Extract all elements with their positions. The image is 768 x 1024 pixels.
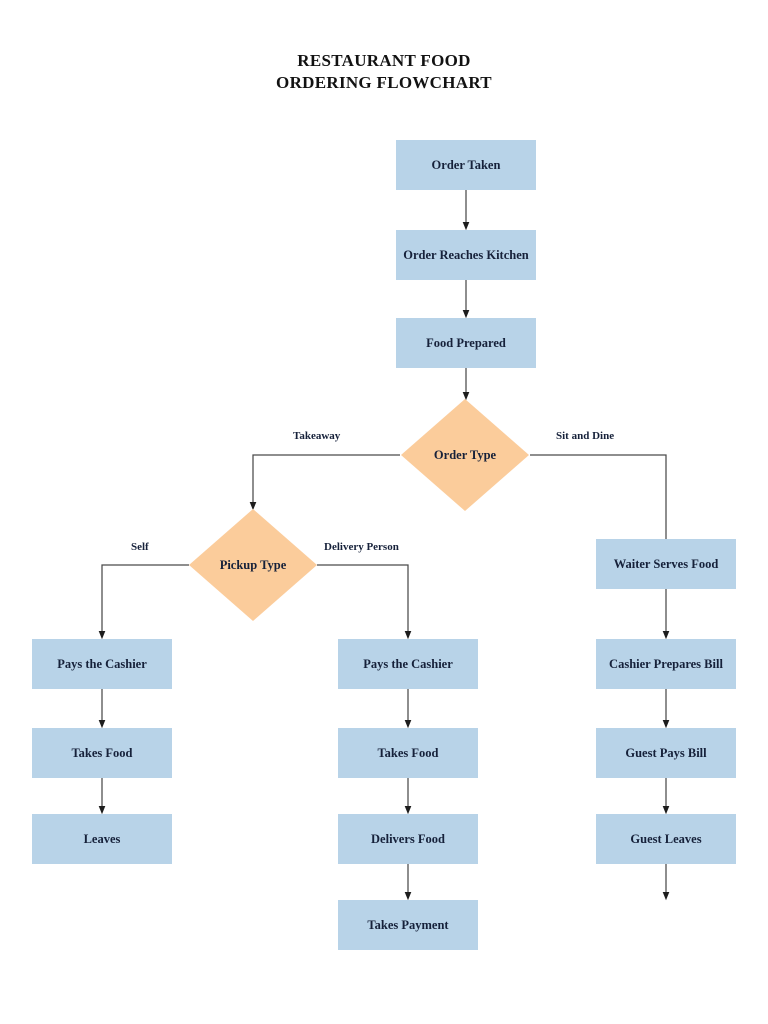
node-label: Order Taken (431, 157, 501, 172)
node-delivery-takes-payment[interactable]: Takes Payment (338, 900, 478, 950)
node-label: Delivers Food (371, 831, 445, 846)
node-label: Order Reaches Kitchen (403, 247, 529, 262)
node-order-taken[interactable]: Order Taken (396, 140, 536, 190)
node-guest-pays-bill[interactable]: Guest Pays Bill (596, 728, 736, 778)
edge-pickup-self-to-pays (98, 564, 189, 640)
node-label: Order Type (433, 447, 497, 462)
node-delivery-delivers-food[interactable]: Delivers Food (338, 814, 478, 864)
node-label: Cashier Prepares Bill (609, 656, 723, 671)
node-label: Pays the Cashier (57, 656, 147, 671)
node-guest-leaves[interactable]: Guest Leaves (596, 814, 736, 864)
node-self-pays-the-cashier[interactable]: Pays the Cashier (32, 639, 172, 689)
edge-pickup-dp-to-pays (317, 564, 412, 640)
node-label: Takes Food (377, 745, 439, 760)
node-delivery-takes-food[interactable]: Takes Food (338, 728, 478, 778)
edge-label-takeaway: Takeaway (293, 430, 341, 442)
node-label: Guest Pays Bill (625, 745, 707, 760)
page-title: RESTAURANT FOOD ORDERING FLOWCHART (0, 50, 768, 94)
edge-label-self: Self (131, 541, 149, 553)
node-self-leaves[interactable]: Leaves (32, 814, 172, 864)
node-label: Takes Food (71, 745, 133, 760)
edge-label-sit-and-dine: Sit and Dine (556, 430, 615, 442)
node-self-takes-food[interactable]: Takes Food (32, 728, 172, 778)
node-label: Takes Payment (367, 917, 449, 932)
node-label: Pickup Type (219, 557, 287, 572)
title-line-1: RESTAURANT FOOD (297, 51, 471, 70)
edge-label-delivery-person: Delivery Person (324, 541, 399, 553)
node-order-reaches-kitchen[interactable]: Order Reaches Kitchen (396, 230, 536, 280)
node-pickup-type-decision[interactable]: Pickup Type (189, 509, 317, 621)
node-label: Pays the Cashier (363, 656, 453, 671)
edge-order-type-to-pickup-type (249, 454, 400, 511)
node-delivery-pays-the-cashier[interactable]: Pays the Cashier (338, 639, 478, 689)
node-label: Waiter Serves Food (613, 556, 719, 571)
node-food-prepared[interactable]: Food Prepared (396, 318, 536, 368)
node-label: Leaves (83, 831, 121, 846)
node-cashier-prepares-bill[interactable]: Cashier Prepares Bill (596, 639, 736, 689)
node-order-type-decision[interactable]: Order Type (401, 399, 529, 511)
node-label: Food Prepared (426, 335, 506, 350)
node-label: Guest Leaves (630, 831, 702, 846)
node-waiter-serves-food[interactable]: Waiter Serves Food (596, 539, 736, 589)
title-line-2: ORDERING FLOWCHART (276, 73, 492, 92)
